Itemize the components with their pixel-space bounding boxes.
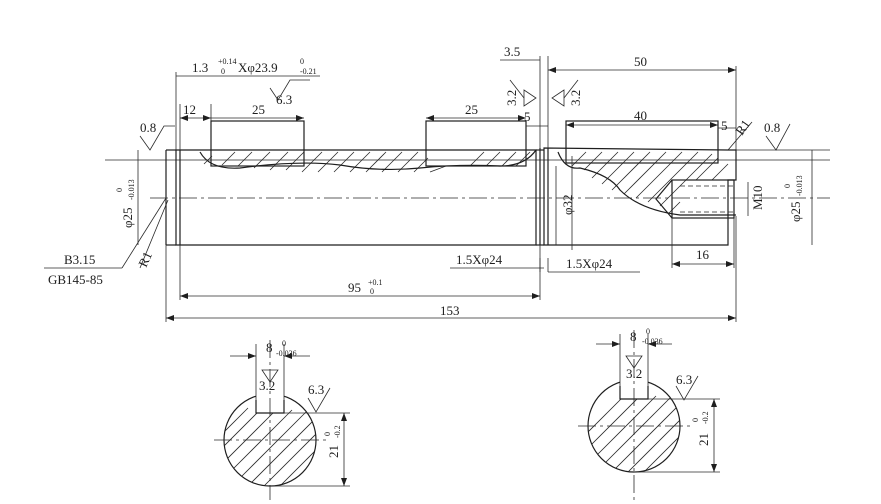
sec-right-rough-side: 6.3 (676, 372, 692, 387)
main-shaft-view (105, 120, 830, 246)
dim-r1-left: R1 (135, 249, 155, 269)
rough-32-a: 3.2 (504, 90, 519, 106)
dim-50: 50 (634, 54, 647, 69)
dim-153: 153 (440, 303, 460, 318)
dim-m10: M10 (750, 185, 765, 210)
dim-groove-left-dia: Xφ23.9 (238, 60, 278, 75)
dim-groove-a: 1.5Xφ24 (456, 252, 503, 267)
dim-groove-left-dia-lo: -0.21 (300, 67, 317, 76)
dim-groove-left-dia-up: 0 (300, 57, 304, 66)
sec-right-key-lo: -0.036 (642, 337, 663, 346)
dim-95: 95 (348, 280, 361, 295)
sec-left-depth-up: 0 (323, 432, 332, 436)
sec-left-depth-lo: -0.2 (333, 425, 342, 438)
sec-right-depth-lo: -0.2 (701, 411, 710, 424)
dim-dia32: φ32 (560, 194, 575, 215)
sec-right-key-up: 0 (646, 327, 650, 336)
dim-groove-b: 1.5Xφ24 (566, 256, 613, 271)
hatch-right (571, 151, 729, 215)
sec-left-rough-side: 6.3 (308, 382, 324, 397)
rough-08-right: 0.8 (764, 120, 780, 135)
dim-groove-left-tol-lo: 0 (221, 67, 225, 76)
dim-dia25-right-lo: -0.013 (795, 175, 804, 196)
dim-dia25-left-lo: -0.013 (127, 179, 136, 200)
dim-dia25-right: φ25 (788, 201, 803, 222)
sec-right-key: 8 (630, 329, 637, 344)
dim-40: 40 (634, 108, 647, 123)
dim-16: 16 (696, 247, 710, 262)
sec-left-key: 8 (266, 340, 273, 355)
dim-95-tol-up: +0.1 (368, 278, 383, 287)
keyway-left (210, 120, 305, 167)
dim-5-right: 5 (721, 118, 728, 133)
threaded-hole (671, 179, 735, 219)
dim-dia25-left-up: 0 (115, 188, 124, 192)
dim-r1-right: R1 (732, 117, 753, 138)
dim-12: 12 (183, 102, 196, 117)
sec-left-rough-key: 3.2 (259, 378, 275, 393)
dim-95-tol-lo: 0 (370, 287, 374, 296)
sec-left-depth: 21 (326, 445, 341, 458)
dim-groove-left: 1.3 (192, 60, 208, 75)
dim-25-mid: 25 (465, 102, 478, 117)
sec-right-depth-up: 0 (691, 418, 700, 422)
rough-63-top: 6.3 (276, 92, 292, 107)
dim-groove-left-tol-up: +0.14 (218, 57, 237, 66)
dim-dia25-left: φ25 (120, 207, 135, 228)
dim-dia25-right-up: 0 (783, 184, 792, 188)
keyway-middle (425, 120, 527, 167)
dim-5-left: 5 (524, 109, 531, 124)
sec-left-key-lo: -0.036 (276, 349, 297, 358)
keyway-right (565, 120, 719, 164)
sec-right-rough-key: 3.2 (626, 366, 642, 381)
center-hole-type: B3.15 (64, 252, 95, 267)
rough-32-b: 3.2 (568, 90, 583, 106)
dim-3-5: 3.5 (504, 44, 520, 59)
sec-left-key-up: 0 (282, 339, 286, 348)
roughness-symbols: 0.8 0.8 6.3 3.2 3.2 (139, 79, 791, 151)
dim-25-left: 25 (252, 102, 265, 117)
section-right: 8 0 -0.036 3.2 6.3 21 0 -0.2 (578, 327, 720, 500)
center-hole-std: GB145-85 (48, 272, 103, 287)
rough-08-left: 0.8 (140, 120, 156, 135)
sec-right-depth: 21 (696, 433, 711, 446)
dimensions: 153 95 +0.1 0 1.5Xφ24 1.5Xφ24 16 M10 φ32… (44, 44, 813, 322)
section-left: 8 0 -0.036 3.2 6.3 21 0 -0.2 (214, 339, 350, 500)
